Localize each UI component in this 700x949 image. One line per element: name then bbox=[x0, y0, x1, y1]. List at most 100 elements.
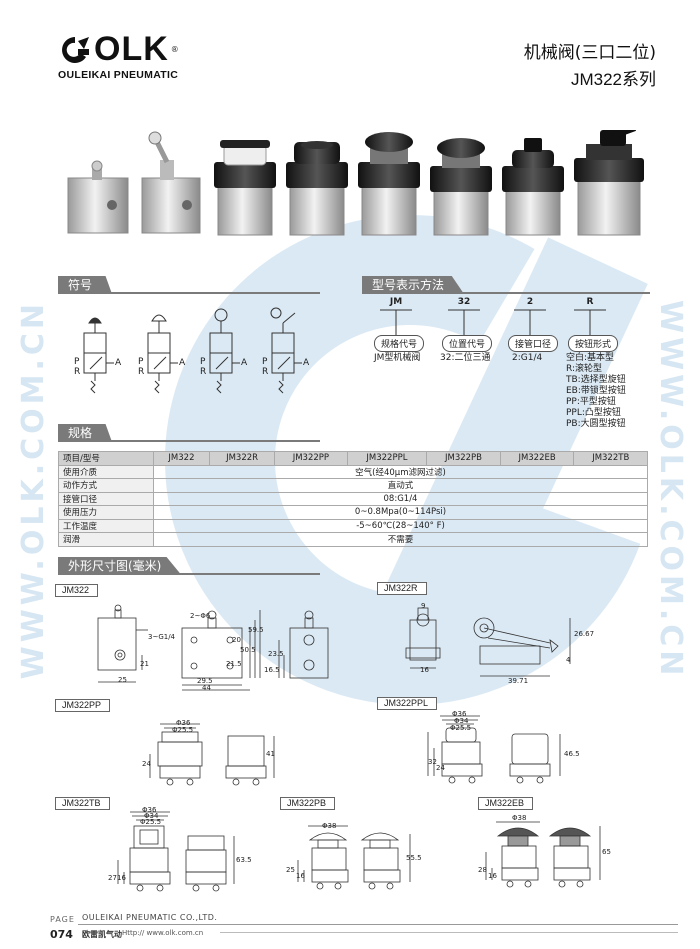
brand-logo: OLK ® OULEIKAI PNEUMATIC bbox=[58, 30, 179, 81]
port-p-2: P bbox=[138, 357, 144, 367]
header-cell: JM322R bbox=[208, 451, 276, 466]
watermark-text-right: WWW.OLK.COM.CN bbox=[653, 300, 688, 680]
section-header-model-code: 型号表示方法 bbox=[362, 276, 650, 294]
spec-table-header: 项目/型号 JM322 JM322R JM322PP JM322PPL JM32… bbox=[58, 451, 648, 466]
product-jm322pb bbox=[358, 132, 420, 236]
dim-label: Φ36 bbox=[142, 806, 157, 814]
desc-r-item: PB:大圆型按钮 bbox=[566, 419, 626, 429]
dim-label: 39.71 bbox=[508, 677, 529, 685]
dim-label: 29.5 bbox=[197, 677, 213, 685]
dim-label: 16 bbox=[488, 872, 497, 880]
header-cell: JM322PP bbox=[274, 451, 348, 466]
dim-label: 3~G1/4 bbox=[148, 633, 176, 641]
dim-label: Φ34 bbox=[144, 812, 159, 820]
model-code-lines bbox=[380, 309, 606, 335]
row-value: 08:G1/4 bbox=[153, 491, 648, 506]
drawing-label-jm322r: JM322R bbox=[377, 582, 427, 595]
row-label: 工作温度 bbox=[58, 518, 154, 533]
brand-name: OLK bbox=[94, 30, 169, 68]
drawing-jm322pb bbox=[297, 825, 411, 890]
desc-r-item: 空白:基本型 bbox=[566, 353, 615, 363]
footer-company: OULEIKAI PNEUMATIC CO.,LTD. bbox=[82, 913, 218, 922]
section-rule bbox=[58, 292, 320, 294]
port-a-4: A bbox=[303, 358, 310, 368]
header-cell: 项目/型号 bbox=[58, 451, 154, 466]
drawing-label-jm322pb: JM322PB bbox=[280, 797, 336, 810]
drawing-jm322 bbox=[97, 604, 329, 691]
desc-r-list: 空白:基本型 R:滚轮型 TB:选择型旋钮 EB:带锁型按钮 PP:平型按钮 P… bbox=[566, 353, 626, 430]
dim-label: 23.5 bbox=[268, 650, 284, 658]
dim-label: 26.67 bbox=[574, 630, 595, 638]
port-p-4: P bbox=[262, 357, 268, 367]
page-title: 机械阀(三口二位) JM322系列 bbox=[524, 38, 656, 90]
dim-label: Φ25.5 bbox=[172, 726, 194, 734]
desc-r-item: PPL:凸型按钮 bbox=[566, 408, 621, 418]
dim-label: 63.5 bbox=[236, 856, 252, 864]
section-title: 符号 bbox=[58, 276, 113, 294]
table-row: 接管口径 08:G1/4 bbox=[58, 491, 648, 506]
dim-label: Φ38 bbox=[512, 814, 527, 822]
section-header-spec: 规格 bbox=[58, 424, 320, 442]
desc-2: 2:G1/4 bbox=[512, 353, 543, 363]
dim-label: 24 bbox=[142, 760, 151, 768]
port-a-1: A bbox=[115, 358, 122, 368]
drawing-label-jm322ppl: JM322PPL bbox=[377, 697, 438, 710]
model-code-diagram: JM 32 2 R 规格代号 位置代号 接管口径 按钮形式 JM型机械阀 32:… bbox=[370, 295, 650, 429]
dim-label: 16 bbox=[420, 666, 429, 674]
section-title: 规格 bbox=[58, 424, 113, 442]
desc-r-item: PP:平型按钮 bbox=[566, 397, 616, 407]
dim-label: 21.5 bbox=[226, 660, 242, 668]
title-line-1: 机械阀(三口二位) bbox=[523, 43, 656, 63]
page-footer: PAGE 074 OULEIKAI PNEUMATIC CO.,LTD. 欧雷凯… bbox=[0, 912, 700, 949]
desc-jm: JM型机械阀 bbox=[374, 353, 421, 363]
drawing-jm322eb bbox=[485, 821, 601, 888]
dim-label: Φ34 bbox=[454, 717, 469, 725]
footer-url[interactable]: Http:// www.olk.com.cn bbox=[122, 929, 204, 937]
dim-label: 2~Φ6 bbox=[190, 612, 211, 620]
desc-r-item: TB:选择型旋钮 bbox=[566, 375, 626, 385]
dim-label: 16.5 bbox=[264, 666, 280, 674]
drawing-label-jm322tb: JM322TB bbox=[55, 797, 110, 810]
dim-label: 4 bbox=[566, 656, 571, 664]
product-jm322 bbox=[67, 160, 129, 234]
drawing-jm322r bbox=[405, 607, 571, 677]
desc-32: 32:二位三通 bbox=[440, 353, 491, 363]
page-number: 074 bbox=[50, 928, 73, 941]
drawing-jm322pp bbox=[149, 723, 275, 786]
table-row: 动作方式 直动式 bbox=[58, 478, 648, 493]
footer-bar bbox=[220, 932, 678, 933]
dim-label: Φ36 bbox=[452, 710, 467, 718]
dim-label: 50.5 bbox=[240, 646, 256, 654]
product-jm322ppl bbox=[286, 141, 348, 236]
row-label: 使用介质 bbox=[58, 464, 154, 479]
row-value: 直动式 bbox=[153, 478, 648, 493]
dim-label: 21 bbox=[140, 660, 149, 668]
port-r-4: R bbox=[262, 367, 269, 377]
row-value: -5~60℃(28~140° F) bbox=[153, 518, 648, 533]
olk-logo-icon bbox=[62, 36, 89, 63]
section-title: 型号表示方法 bbox=[362, 276, 465, 294]
product-jm322eb bbox=[430, 138, 492, 236]
brand-subtitle: OULEIKAI PNEUMATIC bbox=[58, 69, 179, 81]
code-32: 32 bbox=[457, 297, 471, 307]
product-photos bbox=[67, 130, 644, 236]
drawing-label-jm322eb: JM322EB bbox=[478, 797, 534, 810]
valve-symbols: P R A P R A P R A P R A bbox=[70, 305, 330, 395]
header-cell: JM322 bbox=[153, 451, 210, 466]
drawing-jm322tb bbox=[117, 811, 235, 892]
dim-label: Φ25.5 bbox=[140, 818, 162, 826]
header-cell: JM322TB bbox=[573, 451, 648, 466]
port-a-3: A bbox=[241, 358, 248, 368]
table-row: 使用介质 空气(经40μm滤网过滤) bbox=[58, 464, 648, 479]
dim-label: 44 bbox=[202, 684, 211, 692]
dim-label: Φ38 bbox=[322, 822, 337, 830]
dim-label: 27 bbox=[108, 874, 117, 882]
dim-label: 16 bbox=[296, 872, 305, 880]
table-row: 使用压力 0~0.8Mpa(0~114Psi) bbox=[58, 505, 648, 520]
dim-label: 32 bbox=[428, 758, 437, 766]
code-jm: JM bbox=[389, 297, 403, 307]
dim-label: Φ36 bbox=[176, 719, 191, 727]
dim-label: 65 bbox=[602, 848, 611, 856]
row-value: 空气(经40μm滤网过滤) bbox=[153, 464, 648, 479]
dim-label: 55.5 bbox=[406, 854, 422, 862]
